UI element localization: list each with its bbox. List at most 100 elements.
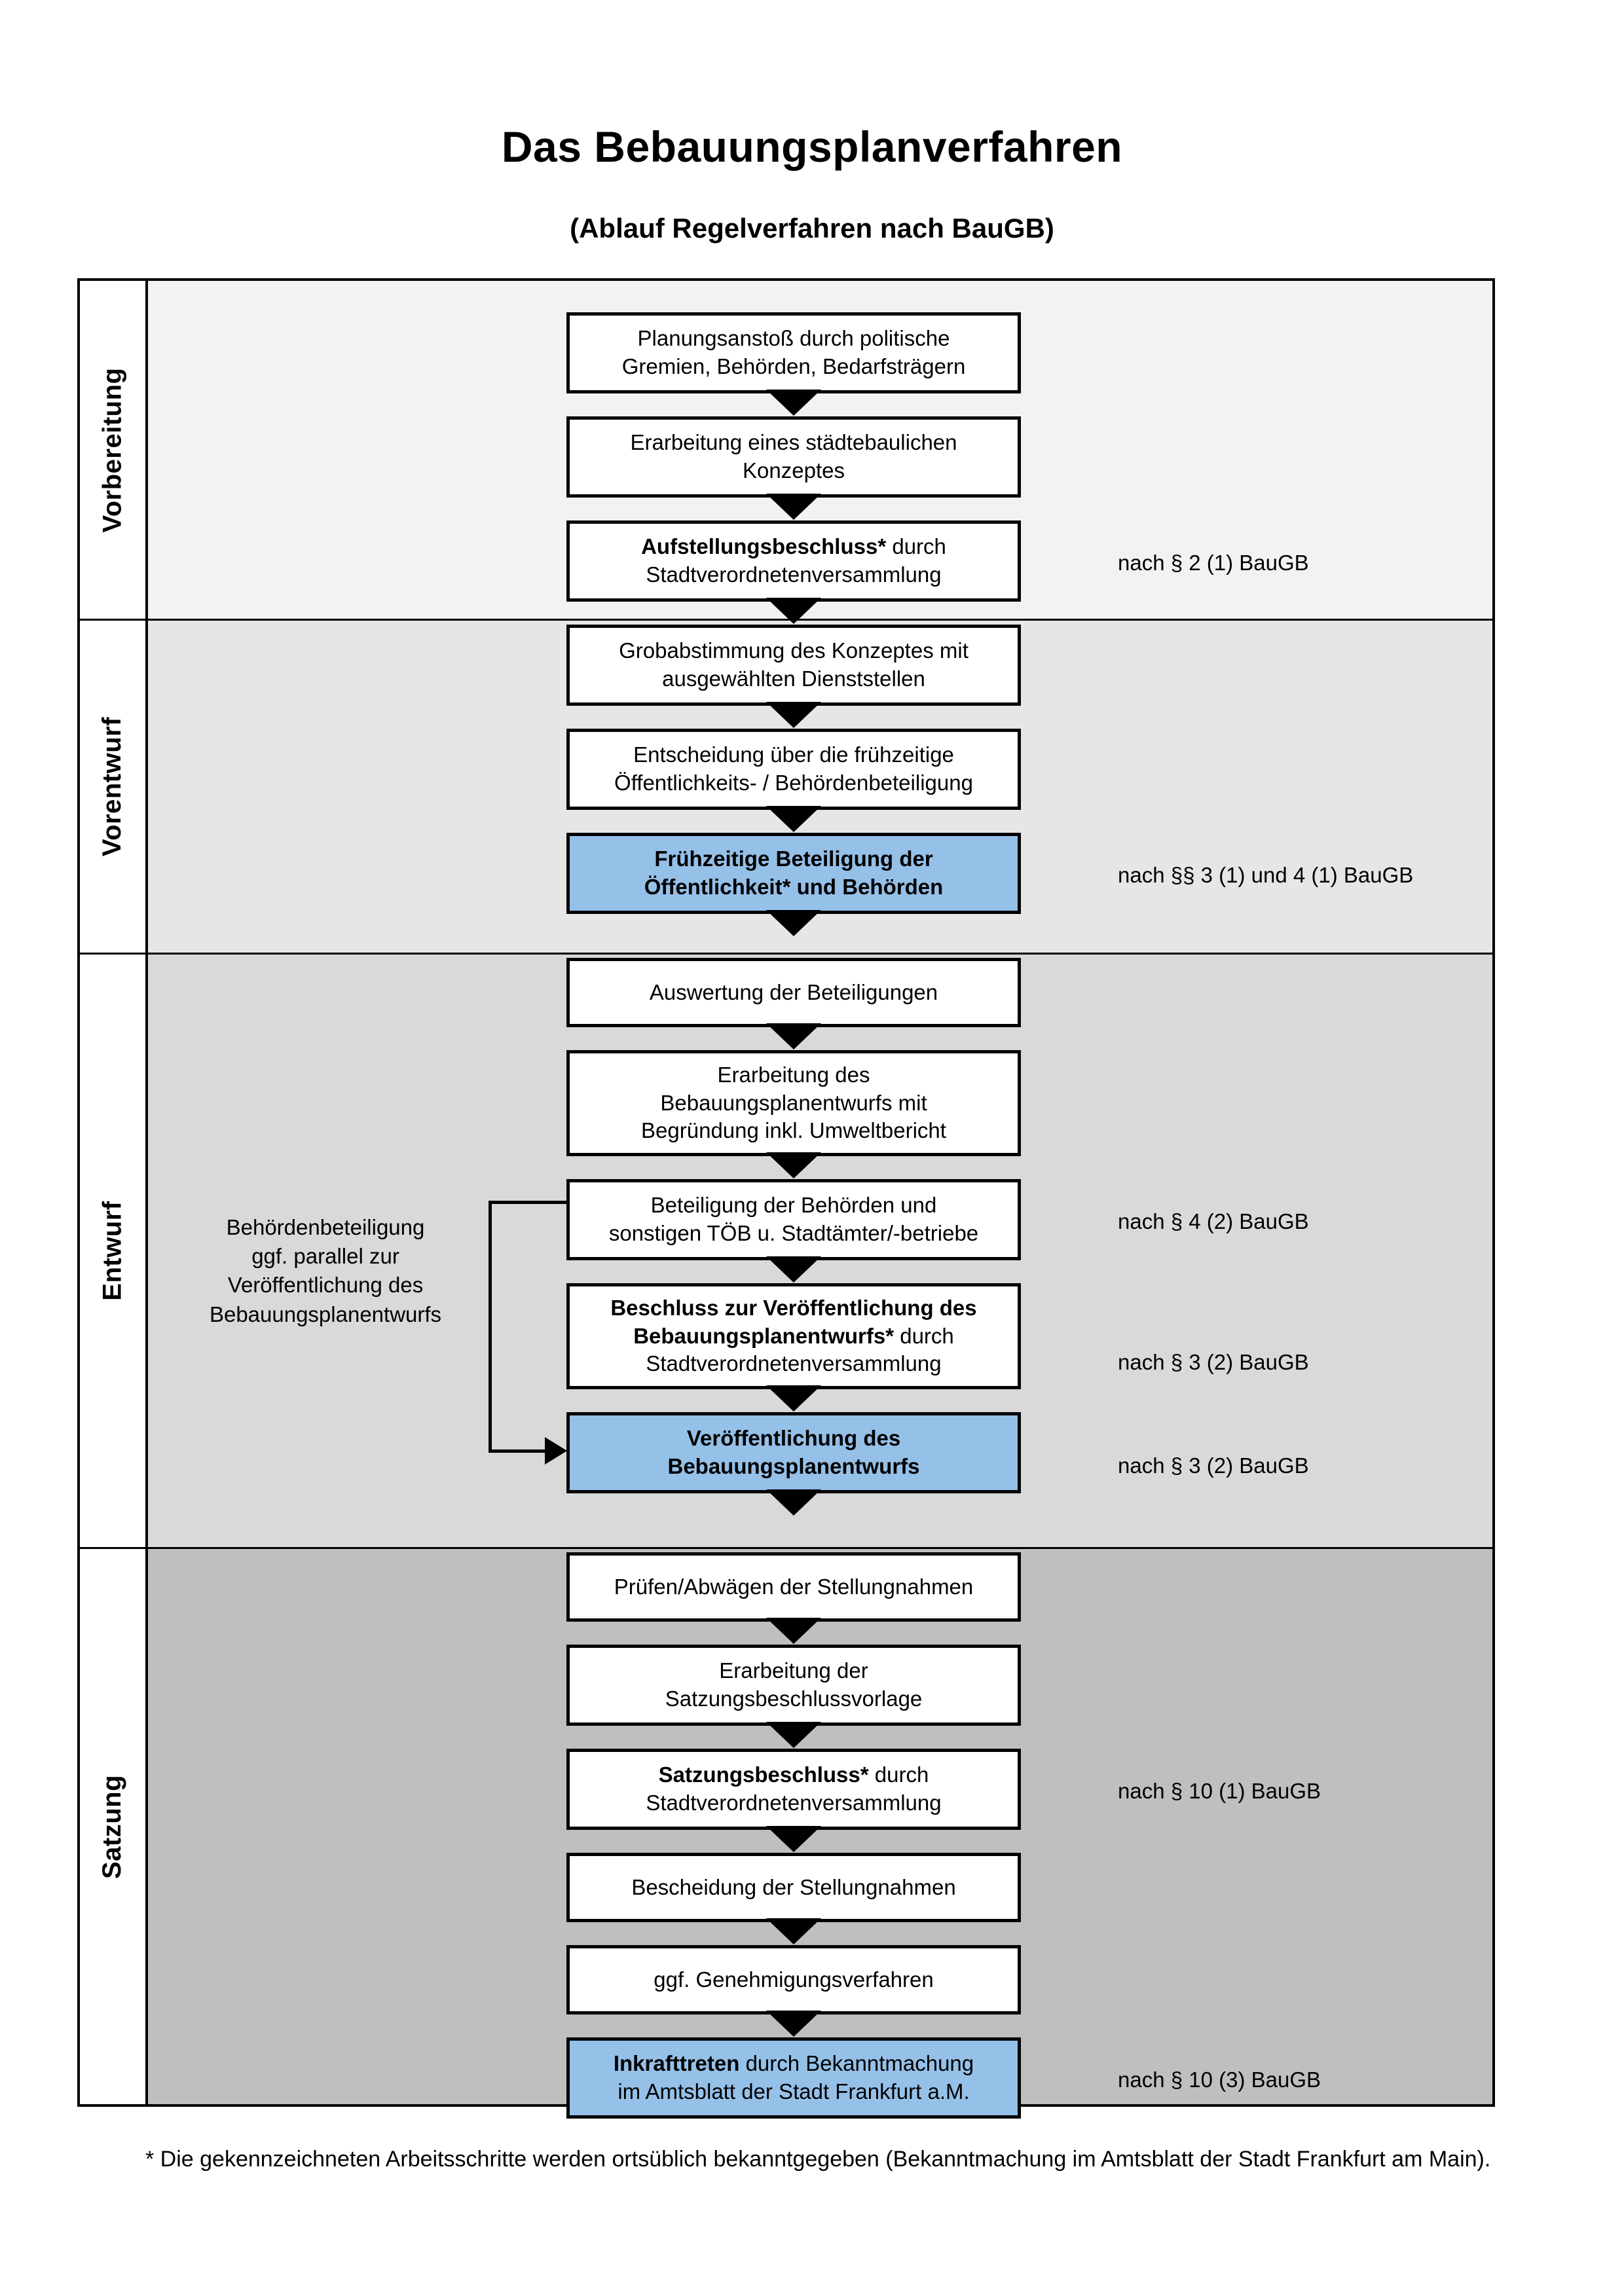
node-line: Erarbeitung eines städtebaulichen [630, 430, 957, 455]
feedback-connector-bottom [489, 1449, 546, 1453]
flow-arrow [766, 1722, 821, 1748]
flow-node-genehmigungsverfahren[interactable]: ggf. Genehmigungsverfahren [566, 1945, 1021, 2014]
flow-node-satzungsbeschlussvorlage[interactable]: Erarbeitung der Satzungsbeschlussvorlage [566, 1645, 1021, 1726]
node-line: Stadtverordnetenversammlung [646, 562, 942, 587]
node-line-bold: Frühzeitige Beteiligung der [654, 847, 933, 871]
flow-node-bescheidung[interactable]: Bescheidung der Stellungnahmen [566, 1853, 1021, 1922]
side-note-behoerdenbeteiligung: Behördenbeteiligung ggf. parallel zur Ve… [172, 1213, 479, 1329]
flow-node-aufstellungsbeschluss[interactable]: Aufstellungsbeschluss* durch Stadtverord… [566, 520, 1021, 602]
flow-node-fruehzeitige-beteiligung[interactable]: Frühzeitige Beteiligung der Öffentlichke… [566, 833, 1021, 914]
node-line: ggf. Genehmigungsverfahren [654, 1967, 934, 1992]
node-line: Bebauungsplanentwurfs [667, 1453, 919, 1481]
feedback-connector-arrowhead [545, 1437, 567, 1465]
stage-label-entwurf: Entwurf [80, 955, 145, 1547]
flow-node-beschluss-veroeffentlichung[interactable]: Beschluss zur Veröffentlichung des Bebau… [566, 1283, 1021, 1389]
side-note-line: ggf. parallel zur [251, 1244, 399, 1269]
node-line: Auswertung der Beteiligungen [649, 979, 938, 1004]
node-line-bold: Satzungsbeschluss* [658, 1762, 869, 1787]
stage-label-text: Entwurf [98, 1201, 127, 1301]
node-line-bold: Bebauungsplanentwurfs* [633, 1323, 895, 1348]
node-line: Stadtverordnetenversammlung [646, 1791, 942, 1815]
node-line-bold: Öffentlichkeit* und Behörden [644, 875, 944, 899]
side-note-line: Behördenbeteiligung [226, 1215, 425, 1239]
page-title: Das Bebauungsplanverfahren [501, 122, 1123, 171]
reference-satzungsbeschluss: nach § 10 (1) BauGB [1118, 1779, 1321, 1803]
node-line-bold: Veröffentlichung des [686, 1426, 901, 1451]
feedback-connector-top [489, 1201, 568, 1204]
page-subtitle: (Ablauf Regelverfahren nach BauGB) [570, 213, 1054, 244]
stage-label-text: Vorentwurf [98, 716, 127, 857]
node-line: Aufstellungsbeschluss* durch [641, 533, 946, 561]
reference-beschluss-veroeffentlichung: nach § 3 (2) BauGB [1118, 1350, 1309, 1374]
diagram-frame: Vorbereitung Vorentwurf Entwurf Satzung … [77, 278, 1495, 2119]
flow-node-pruefen-abwaegen[interactable]: Prüfen/Abwägen der Stellungnahmen [566, 1552, 1021, 1622]
node-line-tail: durch [886, 534, 946, 559]
flow-arrow [766, 598, 821, 624]
flow-arrow [766, 702, 821, 728]
node-line-bold: Bebauungsplanentwurfs [667, 1454, 920, 1478]
flow-node-satzungsbeschluss[interactable]: Satzungsbeschluss* durch Stadtverordnete… [566, 1749, 1021, 1830]
flow-arrow [766, 910, 821, 936]
flow-arrow [766, 1826, 821, 1852]
flow-node-beteiligung-behoerden[interactable]: Beteiligung der Behörden und sonstigen T… [566, 1179, 1021, 1260]
feedback-connector-vertical [489, 1201, 492, 1453]
reference-inkrafttreten: nach § 10 (3) BauGB [1118, 2068, 1321, 2092]
flow-node-erarbeitung-entwurf[interactable]: Erarbeitung des Bebauungsplanentwurfs mi… [566, 1050, 1021, 1156]
node-line: Konzeptes [743, 458, 845, 483]
reference-fruehzeitige-beteiligung: nach §§ 3 (1) und 4 (1) BauGB [1118, 863, 1414, 887]
node-line: Satzungsbeschlussvorlage [665, 1686, 923, 1711]
node-line: Gremien, Behörden, Bedarfsträgern [621, 354, 966, 378]
node-line: Bescheidung der Stellungnahmen [631, 1874, 956, 1899]
node-line: ausgewählten Dienststellen [662, 666, 925, 691]
reference-aufstellungsbeschluss: nach § 2 (1) BauGB [1118, 551, 1309, 575]
node-line-tail: durch Bekanntmachung [739, 2051, 974, 2076]
flow-node-veroeffentlichung[interactable]: Veröffentlichung des Bebauungsplanentwur… [566, 1412, 1021, 1493]
flow-node-grobabstimmung[interactable]: Grobabstimmung des Konzeptes mit ausgewä… [566, 625, 1021, 706]
node-line: Frühzeitige Beteiligung der [644, 845, 944, 873]
side-note-line: Veröffentlichung des [227, 1273, 424, 1298]
flow-arrow [766, 1023, 821, 1049]
node-line: Stadtverordnetenversammlung [646, 1351, 942, 1376]
node-line: Satzungsbeschluss* durch [646, 1761, 941, 1789]
flow-node-auswertung[interactable]: Auswertung der Beteiligungen [566, 958, 1021, 1027]
node-line: sonstigen TÖB u. Stadtämter/-betriebe [608, 1221, 979, 1245]
node-line: Inkrafttreten durch Bekanntmachung [614, 2050, 974, 2078]
node-line: Beteiligung der Behörden und [650, 1193, 937, 1218]
reference-veroeffentlichung: nach § 3 (2) BauGB [1118, 1453, 1309, 1478]
flow-arrow [766, 1152, 821, 1178]
flow-arrow [766, 1256, 821, 1283]
flow-arrow [766, 1385, 821, 1412]
node-line: Grobabstimmung des Konzeptes mit [619, 638, 969, 663]
node-line: Beschluss zur Veröffentlichung des [610, 1294, 976, 1322]
node-line: Veröffentlichung des [667, 1425, 919, 1453]
node-line: Bebauungsplanentwurfs mit [660, 1090, 927, 1115]
node-line: Bebauungsplanentwurfs* durch [610, 1322, 976, 1351]
node-line: im Amtsblatt der Stadt Frankfurt a.M. [618, 2079, 970, 2104]
flow-node-konzept[interactable]: Erarbeitung eines städtebaulichen Konzep… [566, 416, 1021, 498]
flow-arrow [766, 390, 821, 416]
stage-label-satzung: Satzung [80, 1549, 145, 2104]
node-line: Öffentlichkeit* und Behörden [644, 873, 944, 902]
node-line-bold: Beschluss zur Veröffentlichung des [610, 1295, 977, 1320]
stage-separator-2 [80, 953, 1492, 955]
node-line: Begründung inkl. Umweltbericht [641, 1118, 946, 1143]
node-line: Erarbeitung der [719, 1658, 868, 1683]
stage-label-vorentwurf: Vorentwurf [80, 621, 145, 953]
node-line: Öffentlichkeits- / Behördenbeteiligung [614, 771, 973, 795]
stage-column-divider [145, 281, 148, 2104]
flow-arrow [766, 1489, 821, 1516]
reference-behoerdenbeteiligung: nach § 4 (2) BauGB [1118, 1209, 1309, 1233]
flow-arrow [766, 1918, 821, 1944]
node-line-tail: durch [894, 1323, 954, 1348]
flow-arrow [766, 494, 821, 520]
flow-arrow [766, 806, 821, 832]
side-note-line: Bebauungsplanentwurfs [209, 1302, 442, 1326]
node-line: Entscheidung über die frühzeitige [633, 742, 954, 767]
flow-node-planungsanstoss[interactable]: Planungsanstoß durch politische Gremien,… [566, 312, 1021, 393]
stage-separator-3 [80, 1547, 1492, 1549]
node-line-bold: Inkrafttreten [613, 2051, 740, 2076]
stage-label-text: Vorbereitung [98, 367, 127, 532]
flow-node-entscheidung-fruehzeitige[interactable]: Entscheidung über die frühzeitige Öffent… [566, 729, 1021, 810]
flow-node-inkrafttreten[interactable]: Inkrafttreten durch Bekanntmachung im Am… [566, 2037, 1021, 2119]
